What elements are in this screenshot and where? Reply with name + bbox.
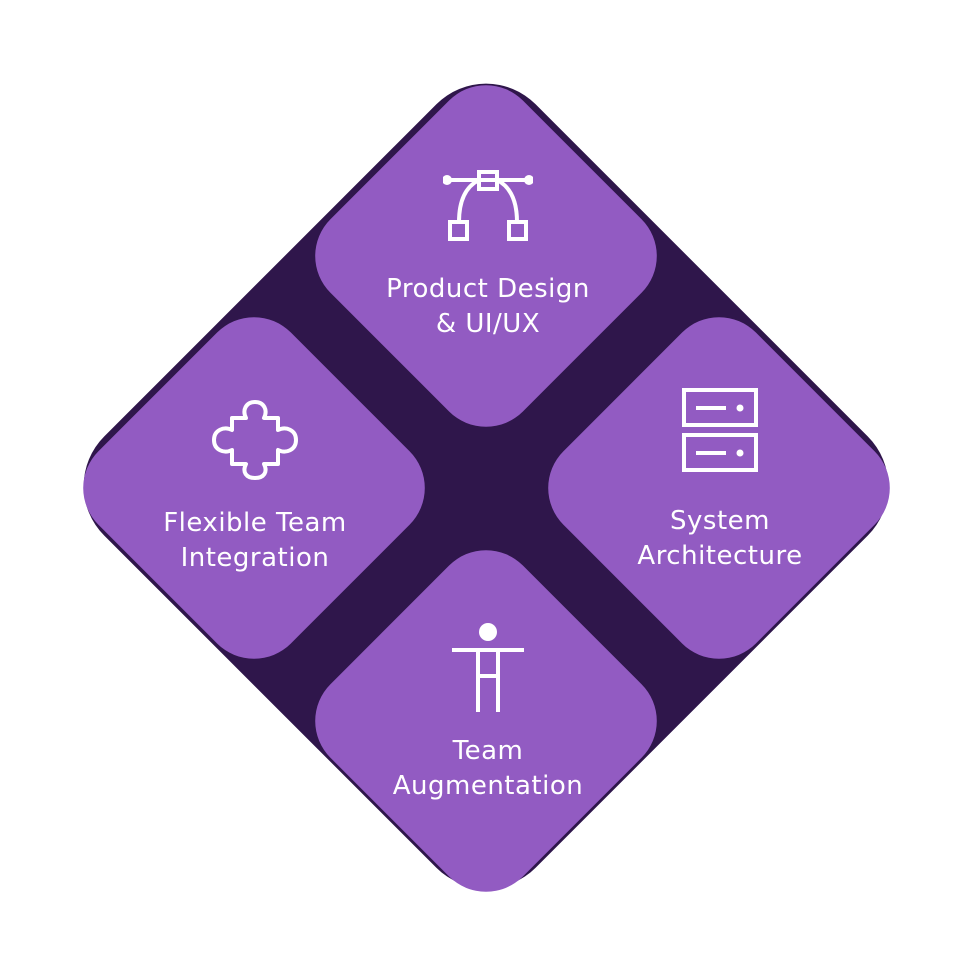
tile-top-bg bbox=[315, 85, 657, 427]
tile-left-bg bbox=[83, 317, 425, 659]
tile-label-line2: Architecture bbox=[637, 541, 803, 571]
tile-label: Flexible Team Integration bbox=[163, 506, 347, 576]
tile-label: System Architecture bbox=[637, 504, 802, 574]
tile-label-line1: Team bbox=[452, 736, 524, 766]
outer-frame bbox=[83, 83, 889, 889]
tile-bottom-bg bbox=[315, 550, 657, 892]
tile-label-line2: Integration bbox=[180, 543, 330, 573]
tile-product-design: Product Design & UI/UX bbox=[358, 166, 618, 342]
tile-label-line2: Augmentation bbox=[392, 771, 584, 801]
tile-label-line2: & UI/UX bbox=[435, 309, 541, 339]
tile-flexible-team-integration: Flexible Team Integration bbox=[125, 398, 385, 576]
person-icon bbox=[452, 623, 524, 712]
tile-right-bg bbox=[548, 317, 890, 659]
tile-label-line1: Product Design bbox=[386, 274, 590, 304]
tile-system-architecture: System Architecture bbox=[590, 386, 850, 574]
puzzle-piece-icon bbox=[212, 400, 298, 480]
bezier-pen-icon bbox=[443, 170, 533, 241]
tile-label: Team Augmentation bbox=[393, 734, 584, 804]
tile-label: Product Design & UI/UX bbox=[386, 272, 590, 342]
server-icon bbox=[682, 388, 758, 472]
tile-label-line1: Flexible Team bbox=[163, 508, 347, 538]
tile-label-line1: System bbox=[670, 506, 770, 536]
tile-team-augmentation: Team Augmentation bbox=[358, 622, 618, 804]
